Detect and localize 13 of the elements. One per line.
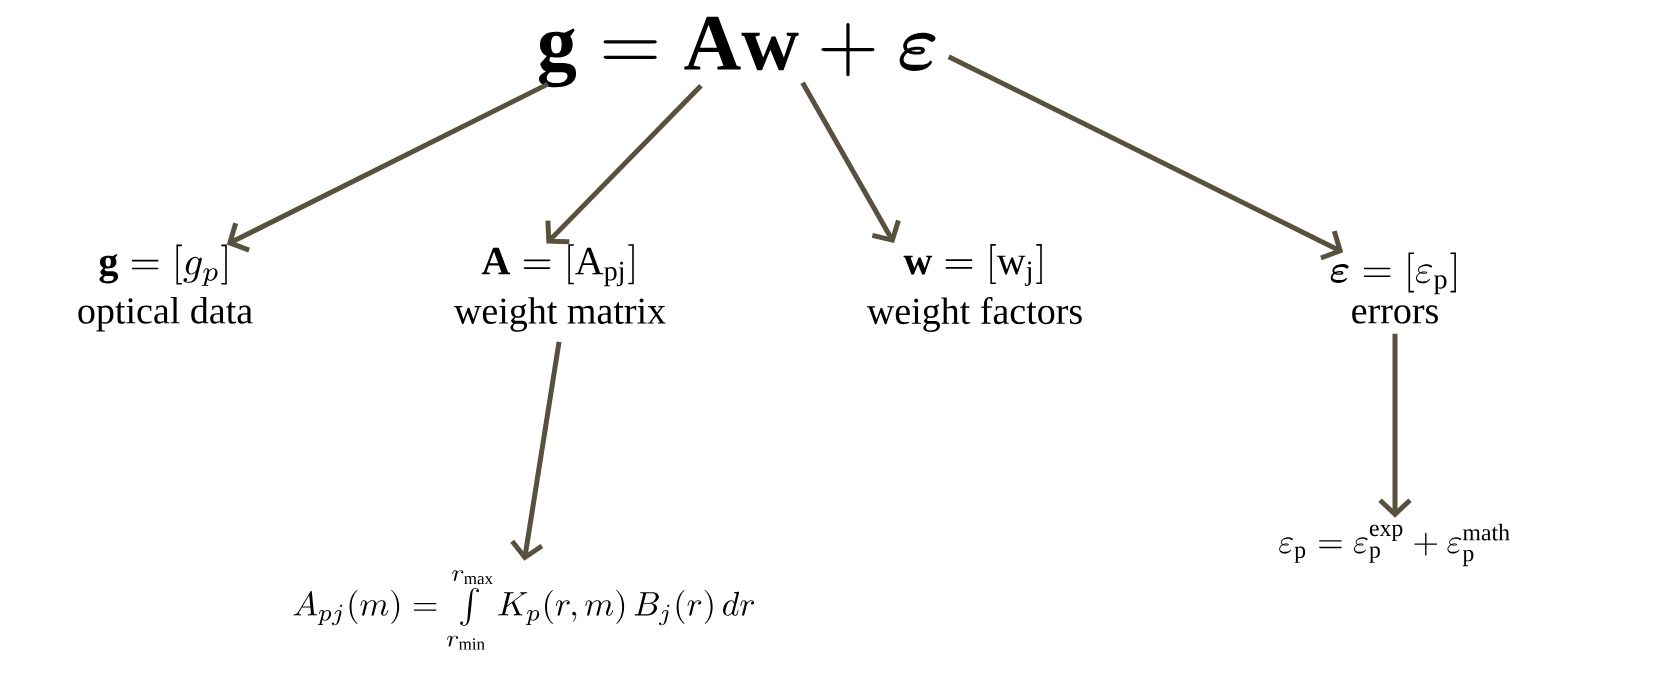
- arrow: [545, 83, 703, 245]
- arrow: [947, 54, 1344, 261]
- arrow: [800, 81, 901, 244]
- integral-equation: $A_{pj}(m) = \int\limits_{r_{\min}}^{r_{\max}} K_p(r,m)\, B_j(r)\, dr$: [293, 570, 755, 650]
- arrow: [1378, 333, 1412, 518]
- error-equation: $\varepsilon_{\mathrm{p}} = \varepsilon_{\mathrm{p}}^{\mathrm{exp}} + \varepsilon_{\mathrm{p}}^{\mathrm{math}}$: [1279, 523, 1510, 567]
- equation: $\mathbf{g} = \mathbf{Aw} + \boldsymbol{\varepsilon}$: [538, 16, 936, 88]
- definition-label: $\mathbf{w} = [\mathrm{w}_{\mathrm{j}}]$ weight factors: [866, 244, 1082, 332]
- arrow: [226, 81, 549, 253]
- definition-label: $\mathbf{g} = [g_p]$ optical data: [78, 244, 253, 332]
- definition-label: $\boldsymbol{\varepsilon} = [\varepsilon_{\mathrm{p}}]$ errors: [1330, 252, 1456, 324]
- definition-label: $\mathbf{A} = [\mathrm{A}_{\mathrm{pj}}]$ weight matrix: [454, 244, 666, 332]
- arrow: [510, 341, 562, 561]
